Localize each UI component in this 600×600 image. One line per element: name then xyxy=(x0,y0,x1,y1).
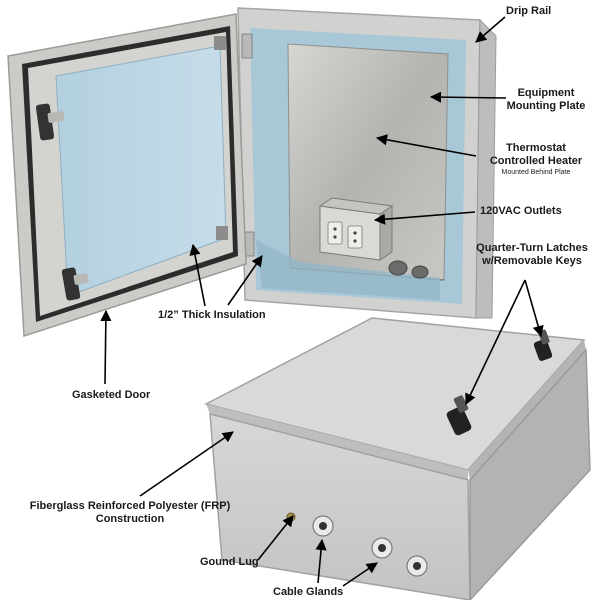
label-cable-glands: Cable Glands xyxy=(273,586,344,598)
latch-front xyxy=(446,395,472,436)
arrow-gland-right xyxy=(342,562,378,587)
arrow-equipment-plate xyxy=(429,91,507,103)
arrow-latch-right xyxy=(524,279,544,338)
label-heater-line1: Thermostat xyxy=(506,142,566,154)
label-heater: Thermostat Controlled Heater Mounted Beh… xyxy=(474,142,598,177)
label-equipment-plate-line2: Mounting Plate xyxy=(506,100,586,112)
arrow-gland-left xyxy=(315,538,327,584)
arrow-drip-rail xyxy=(475,16,506,43)
label-equipment-plate-line1: Equipment xyxy=(517,87,575,99)
arrow-insulation-door xyxy=(189,243,206,307)
callout-arrows xyxy=(100,16,544,587)
label-latches-line1: Quarter-Turn Latches xyxy=(476,242,588,254)
door-latch-upper xyxy=(35,103,65,141)
door-latch-lower xyxy=(61,267,89,301)
closed-enclosure xyxy=(203,317,591,600)
label-latches: Quarter-Turn Latches w/Removable Keys xyxy=(466,242,598,268)
open-enclosure xyxy=(237,7,497,319)
label-ground-lug: Gound Lug xyxy=(200,556,259,568)
label-gasketed-door: Gasketed Door xyxy=(72,389,151,401)
gasketed-door xyxy=(7,13,247,338)
arrow-insulation-box xyxy=(227,255,263,306)
label-outlets: 120VAC Outlets xyxy=(480,205,562,217)
arrow-latch-front xyxy=(465,279,526,406)
label-frp-line2: Construction xyxy=(95,513,165,525)
label-latches-line2: w/Removable Keys xyxy=(482,255,582,267)
cable-glands xyxy=(312,515,428,577)
label-heater-note: Mounted Behind Plate xyxy=(501,169,571,176)
arrow-ground-lug xyxy=(257,515,294,561)
label-heater-line2: Controlled Heater xyxy=(489,155,583,167)
ground-lug xyxy=(286,512,296,522)
arrow-heater xyxy=(375,134,477,157)
arrow-outlets xyxy=(373,211,476,225)
outlet-box xyxy=(318,197,394,261)
arrow-frp xyxy=(139,431,234,497)
label-drip-rail: Drip Rail xyxy=(506,5,552,17)
label-insulation: 1/2” Thick Insulation xyxy=(158,309,266,321)
arrow-gasketed-door xyxy=(100,309,112,385)
label-equipment-plate: Equipment Mounting Plate xyxy=(492,87,600,113)
label-frp-line1: Fiberglass Reinforced Polyester (FRP) xyxy=(29,500,231,512)
label-frp: Fiberglass Reinforced Polyester (FRP) Co… xyxy=(4,500,256,526)
